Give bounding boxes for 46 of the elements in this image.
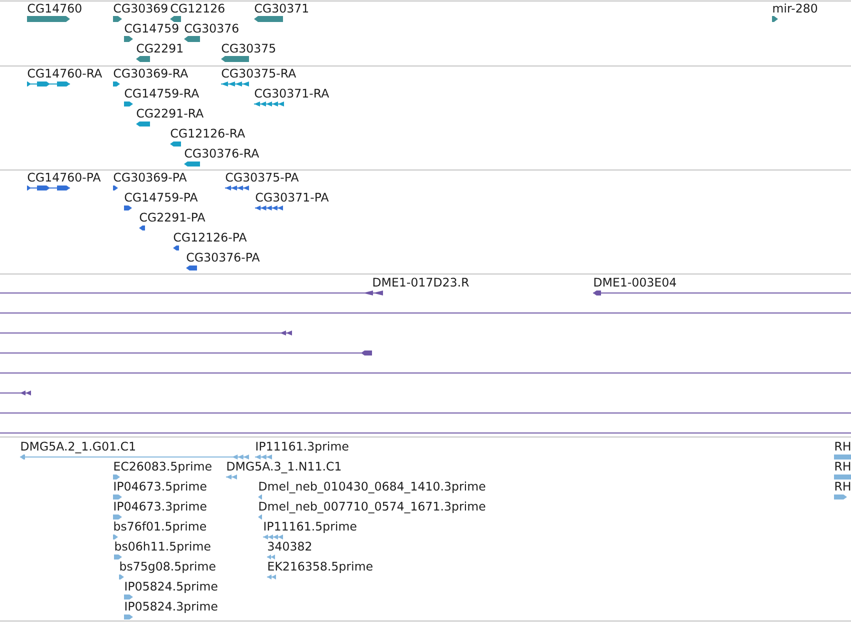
feature-label: CG30375-RA — [222, 68, 296, 78]
feature-label: CG30371 — [254, 4, 308, 13]
feature-label: IP04673.3prime — [114, 502, 206, 513]
feature-label: DME1-003E04 — [594, 278, 676, 287]
feature-label: CG14759-PA — [124, 192, 198, 202]
feature-label: CG12126-RA — [170, 128, 246, 138]
feature-label: CG12126 — [170, 4, 224, 13]
feature-label: CG30376 — [184, 24, 238, 33]
feature-label: CG14760-RA — [28, 68, 102, 78]
feature-label: CG14759-RA — [124, 88, 200, 98]
feature-label: CG14759 — [124, 24, 178, 33]
feature-label: RH — [835, 442, 850, 450]
feature-label: bs06h11.5prime — [115, 542, 210, 553]
feature-label: RH — [835, 482, 850, 490]
feature-label: DMG5A.3_1.N11.C1 — [227, 462, 341, 474]
feature-label: CG30371-PA — [256, 192, 329, 202]
feature-label: IP11161.5prime — [264, 522, 356, 533]
feature-label: mir-280 — [773, 4, 818, 13]
feature-label: 340382 — [268, 542, 312, 551]
feature-label: CG14760 — [28, 4, 82, 13]
feature-label: CG30375-PA — [226, 172, 299, 182]
feature-label: CG2291-RA — [136, 108, 204, 118]
feature-label: EK216358.5prime — [268, 562, 372, 573]
feature-label: RH — [835, 462, 850, 470]
feature-label: DME1-017D23.R — [373, 278, 469, 287]
feature-label: CG30369-PA — [114, 172, 187, 182]
feature-label: CG30376-RA — [184, 148, 260, 158]
feature-label: bs75g08.5prime — [120, 562, 216, 573]
feature-label: Dmel_neb_007710_0574_1671.3prime — [259, 502, 486, 514]
feature-label: bs76f01.5prime — [114, 522, 206, 533]
feature-label: IP11161.3prime — [256, 442, 348, 453]
feature-label: CG30369 — [114, 4, 168, 13]
feature-label: IP05824.3prime — [125, 602, 218, 613]
feature-label: CG30369-RA — [114, 68, 188, 78]
feature-label: CG30375 — [222, 44, 276, 53]
feature-label: CG14760-PA — [28, 172, 101, 182]
feature-label: DMG5A.2_1.G01.C1 — [21, 442, 135, 454]
feature-label: EC26083.5prime — [114, 462, 212, 473]
feature-label: CG2291 — [136, 44, 183, 53]
feature-label: Dmel_neb_010430_0684_1410.3prime — [259, 482, 486, 494]
feature-label: CG30371-RA — [254, 88, 330, 98]
feature-label: CG2291-PA — [140, 212, 206, 222]
feature-label: IP05824.5prime — [125, 582, 218, 593]
feature-label: IP04673.5prime — [114, 482, 206, 493]
feature-label: CG30376-PA — [186, 252, 260, 262]
feature-label: CG12126-PA — [174, 232, 247, 242]
